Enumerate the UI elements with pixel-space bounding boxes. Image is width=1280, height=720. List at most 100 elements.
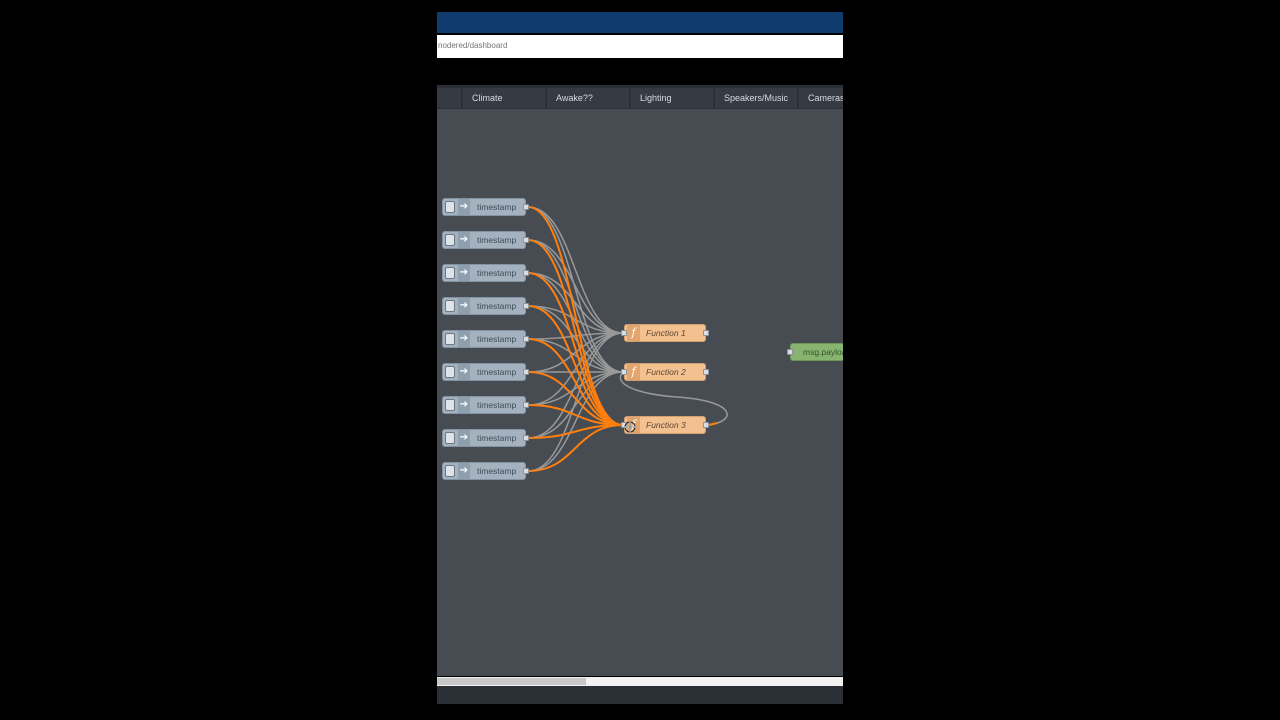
tab-label: Awake?? [556,93,593,103]
inject-button[interactable] [445,333,455,345]
node-label: timestamp [477,268,517,278]
inject-button[interactable] [445,300,455,312]
wire [527,239,624,373]
node-label: timestamp [477,334,517,344]
inject-node[interactable]: ➔ timestamp [442,429,529,447]
inject-button[interactable] [445,267,455,279]
move-cursor-icon [624,421,636,433]
inject-button[interactable] [445,366,455,378]
wire [527,404,624,426]
browser-title-bar [437,12,843,33]
input-port[interactable] [621,369,627,375]
wire [527,338,624,426]
wire [527,332,624,439]
tab-previous[interactable] [437,88,461,108]
tab-label: Lighting [640,93,672,103]
output-port[interactable] [703,369,709,375]
inject-node[interactable]: ➔ timestamp [442,330,529,348]
wire [527,206,624,373]
tab-speakers-music[interactable]: Speakers/Music [715,88,797,108]
address-bar[interactable]: nodered/dashboard [437,35,843,58]
arrow-right-icon: ➔ [458,364,470,380]
wire [527,338,624,373]
function-icon: f [627,325,640,341]
scrollbar-thumb[interactable] [437,678,586,685]
node-label: Function 2 [646,367,686,377]
output-port[interactable] [523,204,529,210]
arrow-right-icon: ➔ [458,232,470,248]
output-port[interactable] [523,468,529,474]
wire [527,272,624,334]
tab-label: Speakers/Music [724,93,789,103]
tab-awake[interactable]: Awake?? [547,88,629,108]
input-port[interactable] [621,330,627,336]
status-bar [437,686,843,704]
tab-label: Climate [472,93,503,103]
wire [527,424,624,472]
node-label: timestamp [477,367,517,377]
inject-button[interactable] [445,201,455,213]
address-text: nodered/dashboard [438,41,508,50]
inject-button[interactable] [445,234,455,246]
node-label: timestamp [477,400,517,410]
wire [527,272,624,426]
function-icon: f [627,364,640,380]
wire [527,371,624,426]
tab-climate[interactable]: Climate [463,88,545,108]
arrow-right-icon: ➔ [458,331,470,347]
function-node-2[interactable]: f Function 2 [621,363,709,381]
inject-node[interactable]: ➔ timestamp [442,363,529,381]
node-label: timestamp [477,235,517,245]
wire [527,305,624,373]
wire [527,371,624,472]
output-port[interactable] [703,330,709,336]
arrow-right-icon: ➔ [458,298,470,314]
node-label: msg.payload [803,347,843,357]
browser-window: nodered/dashboard Climate Awake?? Lighti… [437,0,843,720]
node-label: Function 1 [646,328,686,338]
wire [708,422,718,426]
inject-button[interactable] [445,465,455,477]
function-node-3[interactable]: f Function 3 [621,416,709,434]
wire [527,371,624,406]
node-label: timestamp [477,433,517,443]
inject-node[interactable]: ➔ timestamp [442,396,529,414]
wire [527,332,624,373]
wire [527,332,624,472]
node-label: timestamp [477,301,517,311]
output-port[interactable] [523,237,529,243]
inject-node[interactable]: ➔ timestamp [442,462,529,480]
tab-lighting[interactable]: Lighting [631,88,713,108]
arrow-right-icon: ➔ [458,199,470,215]
tab-cameras[interactable]: Cameras [799,88,843,108]
node-label: timestamp [477,202,517,212]
arrow-right-icon: ➔ [458,463,470,479]
horizontal-scrollbar[interactable] [437,677,843,686]
output-port[interactable] [523,402,529,408]
function-node-1[interactable]: f Function 1 [621,324,709,342]
input-port[interactable] [787,349,793,355]
tab-label: Cameras [808,93,843,103]
flow-workspace[interactable]: ➔ timestamp ➔ timestamp ➔ timestamp ➔ ti… [437,109,843,676]
inject-node[interactable]: ➔ timestamp [442,231,529,249]
output-port[interactable] [523,336,529,342]
output-port[interactable] [523,369,529,375]
wire [527,272,624,373]
inject-node[interactable]: ➔ timestamp [442,297,529,315]
output-port[interactable] [523,435,529,441]
flow-tab-bar: Climate Awake?? Lighting Speakers/Music … [437,85,843,109]
arrow-right-icon: ➔ [458,397,470,413]
node-label: Function 3 [646,420,686,430]
output-port[interactable] [703,422,709,428]
wire [527,239,624,426]
wire [527,239,624,334]
wire [527,206,624,426]
inject-button[interactable] [445,399,455,411]
debug-node[interactable]: msg.payload [787,343,843,361]
inject-button[interactable] [445,432,455,444]
inject-node[interactable]: ➔ timestamp [442,198,529,216]
inject-node[interactable]: ➔ timestamp [442,264,529,282]
output-port[interactable] [523,303,529,309]
arrow-right-icon: ➔ [458,265,470,281]
output-port[interactable] [523,270,529,276]
